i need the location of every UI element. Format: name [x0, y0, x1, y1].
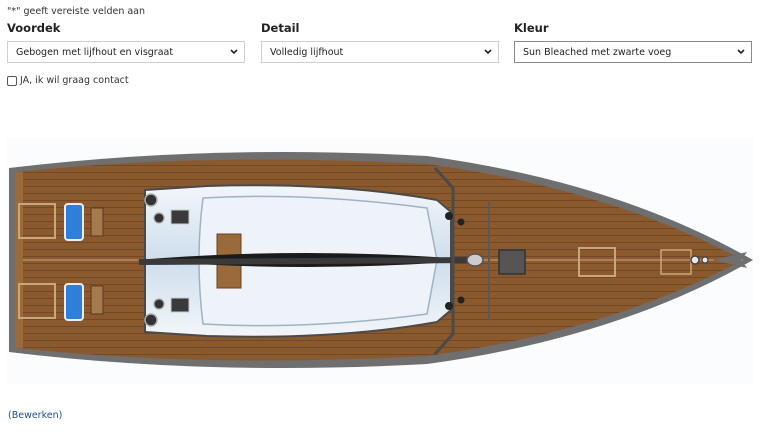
- kleur-select-value: Sun Bleached met zwarte voeg: [523, 47, 672, 58]
- kleur-select[interactable]: Sun Bleached met zwarte voeg: [514, 41, 752, 63]
- edit-link[interactable]: (Bewerken): [8, 410, 63, 421]
- field-label-voordek: Voordek: [7, 21, 61, 35]
- hatch-top: [64, 203, 84, 241]
- stern-bench-top: [18, 203, 56, 239]
- detail-select-value: Volledig lijfhout: [270, 47, 344, 58]
- voordek-select-value: Gebogen met lijfhout en visgraat: [16, 47, 174, 58]
- detail-select[interactable]: Volledig lijfhout: [261, 41, 499, 63]
- boat-deck-image: [7, 138, 753, 384]
- stern-bench-bottom: [18, 283, 56, 319]
- field-label-kleur: Kleur: [514, 21, 549, 35]
- contact-checkbox[interactable]: [7, 75, 17, 86]
- field-label-detail: Detail: [261, 21, 300, 35]
- foredeck-hatch: [498, 249, 526, 275]
- contact-checkbox-row[interactable]: JA, ik wil graag contact: [7, 75, 129, 86]
- voordek-select[interactable]: Gebogen met lijfhout en visgraat: [7, 41, 245, 63]
- contact-checkbox-label: JA, ik wil graag contact: [20, 75, 129, 86]
- chevron-down-icon: [737, 49, 745, 55]
- hatch-bottom: [64, 283, 84, 321]
- chevron-down-icon: [484, 49, 492, 55]
- boat-deck-illustration: [9, 152, 753, 368]
- chevron-down-icon: [230, 49, 238, 55]
- required-note: "*" geeft vereiste velden aan: [7, 6, 146, 17]
